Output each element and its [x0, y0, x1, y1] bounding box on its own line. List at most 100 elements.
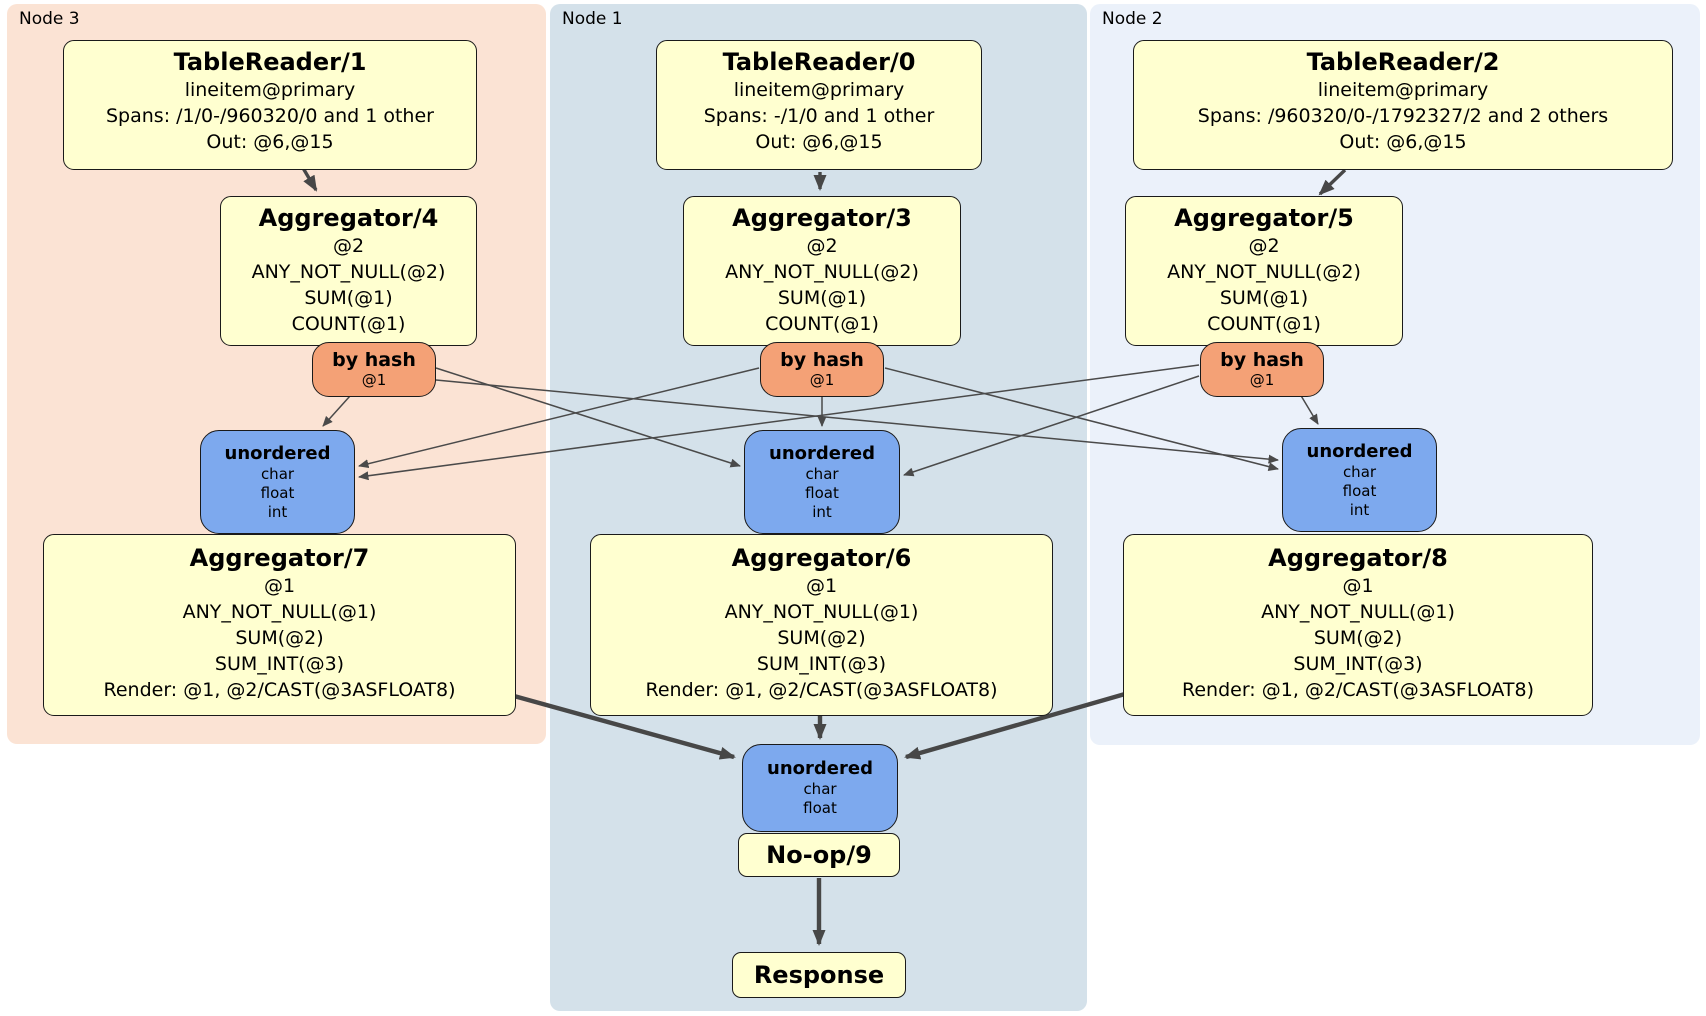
- box-tablereader-2: TableReader/2 lineitem@primary Spans: /9…: [1133, 40, 1673, 170]
- sync-title: unordered: [769, 442, 875, 464]
- router-title: by hash: [332, 349, 416, 371]
- box-aggregator-8: Aggregator/8 @1 ANY_NOT_NULL(@1) SUM(@2)…: [1123, 534, 1593, 716]
- sync-title: unordered: [767, 758, 873, 779]
- box-line: COUNT(@1): [765, 313, 879, 335]
- box-line: SUM(@1): [1219, 287, 1309, 309]
- box-aggregator-7: Aggregator/7 @1 ANY_NOT_NULL(@1) SUM(@2)…: [43, 534, 516, 716]
- box-line: COUNT(@1): [1207, 313, 1321, 335]
- node-label: Node 3: [19, 9, 80, 29]
- box-line: SUM(@1): [777, 287, 867, 309]
- router-key: @1: [809, 371, 835, 389]
- box-line: @1: [263, 575, 296, 597]
- box-line: SUM(@2): [777, 627, 866, 649]
- box-line: SUM(@2): [1313, 627, 1403, 649]
- box-line: @2: [806, 235, 838, 257]
- box-line: lineitem@primary: [733, 79, 905, 101]
- router-key: @1: [361, 371, 387, 389]
- edge-agg8-to-finalsync: [904, 691, 1126, 760]
- box-title: TableReader/1: [173, 48, 367, 76]
- sync-type: int: [267, 502, 288, 521]
- router-by-hash-node2: by hash @1: [1200, 342, 1324, 397]
- box-line: Spans: /960320/0-/1792327/2 and 2 others: [1197, 105, 1609, 127]
- edge-hash3-to-sync1: [435, 367, 741, 468]
- box-line: SUM_INT(@3): [1293, 653, 1423, 675]
- router-by-hash-node3: by hash @1: [312, 342, 436, 397]
- edge-hash2-to-sync3: [358, 364, 1200, 481]
- box-line: lineitem@primary: [184, 79, 356, 101]
- sync-type: float: [1342, 481, 1377, 500]
- router-key: @1: [1249, 371, 1275, 389]
- box-line: COUNT(@1): [291, 313, 406, 335]
- box-line: Out: @6,@15: [206, 131, 334, 153]
- box-line: SUM_INT(@3): [756, 653, 887, 675]
- box-line: @2: [1248, 235, 1280, 257]
- sync-unordered-node1: unordered char float int: [744, 430, 900, 534]
- node-label: Node 2: [1102, 9, 1163, 29]
- box-line: @1: [1342, 575, 1374, 597]
- box-title: TableReader/2: [1306, 48, 1500, 76]
- box-title: TableReader/0: [722, 48, 916, 76]
- box-line: SUM(@1): [304, 287, 393, 309]
- sync-type: int: [812, 502, 832, 521]
- box-line: ANY_NOT_NULL(@2): [725, 261, 919, 283]
- box-title: Aggregator/7: [189, 544, 370, 572]
- box-title: Response: [753, 961, 885, 989]
- box-title: Aggregator/8: [1268, 544, 1448, 572]
- router-title: by hash: [780, 349, 864, 371]
- box-line: lineitem@primary: [1317, 79, 1489, 101]
- box-line: ANY_NOT_NULL(@1): [1261, 601, 1455, 623]
- box-title: No-op/9: [766, 841, 872, 869]
- sync-unordered-node2: unordered char float int: [1282, 428, 1437, 532]
- edge-hash3-to-sync3: [322, 395, 351, 427]
- sync-type: float: [260, 483, 295, 502]
- box-tablereader-1: TableReader/1 lineitem@primary Spans: /1…: [63, 40, 477, 170]
- box-response: Response: [732, 952, 906, 998]
- box-line: Render: @1, @2/CAST(@3ASFLOAT8): [645, 679, 998, 701]
- box-line: Render: @1, @2/CAST(@3ASFLOAT8): [1182, 679, 1534, 701]
- box-line: ANY_NOT_NULL(@1): [182, 601, 377, 623]
- box-line: Render: @1, @2/CAST(@3ASFLOAT8): [103, 679, 456, 701]
- box-line: Out: @6,@15: [1339, 131, 1467, 153]
- sync-type: float: [805, 483, 839, 502]
- box-title: Aggregator/4: [258, 204, 439, 232]
- box-line: ANY_NOT_NULL(@2): [1167, 261, 1361, 283]
- sync-unordered-node3: unordered char float int: [200, 430, 355, 534]
- edge-hash3-to-sync2: [435, 379, 1279, 464]
- box-line: @1: [805, 575, 838, 597]
- sync-title: unordered: [224, 442, 331, 464]
- sync-unordered-final: unordered char float: [742, 744, 898, 832]
- sync-title: unordered: [1306, 440, 1413, 462]
- edge-hash2-to-sync1: [903, 375, 1200, 477]
- box-title: Aggregator/3: [732, 204, 912, 232]
- box-tablereader-0: TableReader/0 lineitem@primary Spans: -/…: [656, 40, 982, 170]
- sync-type: char: [803, 780, 837, 798]
- router-title: by hash: [1220, 349, 1304, 371]
- sync-type: char: [260, 464, 295, 483]
- edge-hash2-to-sync2: [1299, 393, 1319, 425]
- sync-type: char: [805, 464, 839, 483]
- box-line: Spans: /1/0-/960320/0 and 1 other: [106, 105, 434, 127]
- router-by-hash-node1: by hash @1: [760, 342, 884, 397]
- box-aggregator-5: Aggregator/5 @2 ANY_NOT_NULL(@2) SUM(@1)…: [1125, 196, 1403, 346]
- edge-hash1-to-sync3: [358, 367, 760, 469]
- edge-hash1-to-sync2: [884, 367, 1279, 471]
- box-line: SUM_INT(@3): [214, 653, 345, 675]
- edge-agg7-to-finalsync: [513, 693, 736, 760]
- box-title: Aggregator/6: [731, 544, 912, 572]
- sync-type: char: [1342, 462, 1377, 481]
- box-line: @2: [332, 235, 365, 257]
- node-label: Node 1: [562, 9, 623, 29]
- box-line: ANY_NOT_NULL(@1): [724, 601, 919, 623]
- box-line: ANY_NOT_NULL(@2): [251, 261, 446, 283]
- box-aggregator-6: Aggregator/6 @1 ANY_NOT_NULL(@1) SUM(@2)…: [590, 534, 1053, 716]
- box-aggregator-3: Aggregator/3 @2 ANY_NOT_NULL(@2) SUM(@1)…: [683, 196, 961, 346]
- box-line: Out: @6,@15: [755, 131, 883, 153]
- box-title: Aggregator/5: [1174, 204, 1354, 232]
- box-line: Spans: -/1/0 and 1 other: [703, 105, 935, 127]
- edge-tr2-to-agg5: [1318, 168, 1347, 196]
- box-aggregator-4: Aggregator/4 @2 ANY_NOT_NULL(@2) SUM(@1)…: [220, 196, 477, 346]
- sync-type: int: [1349, 500, 1370, 519]
- edge-tr1-to-agg4: [301, 167, 318, 192]
